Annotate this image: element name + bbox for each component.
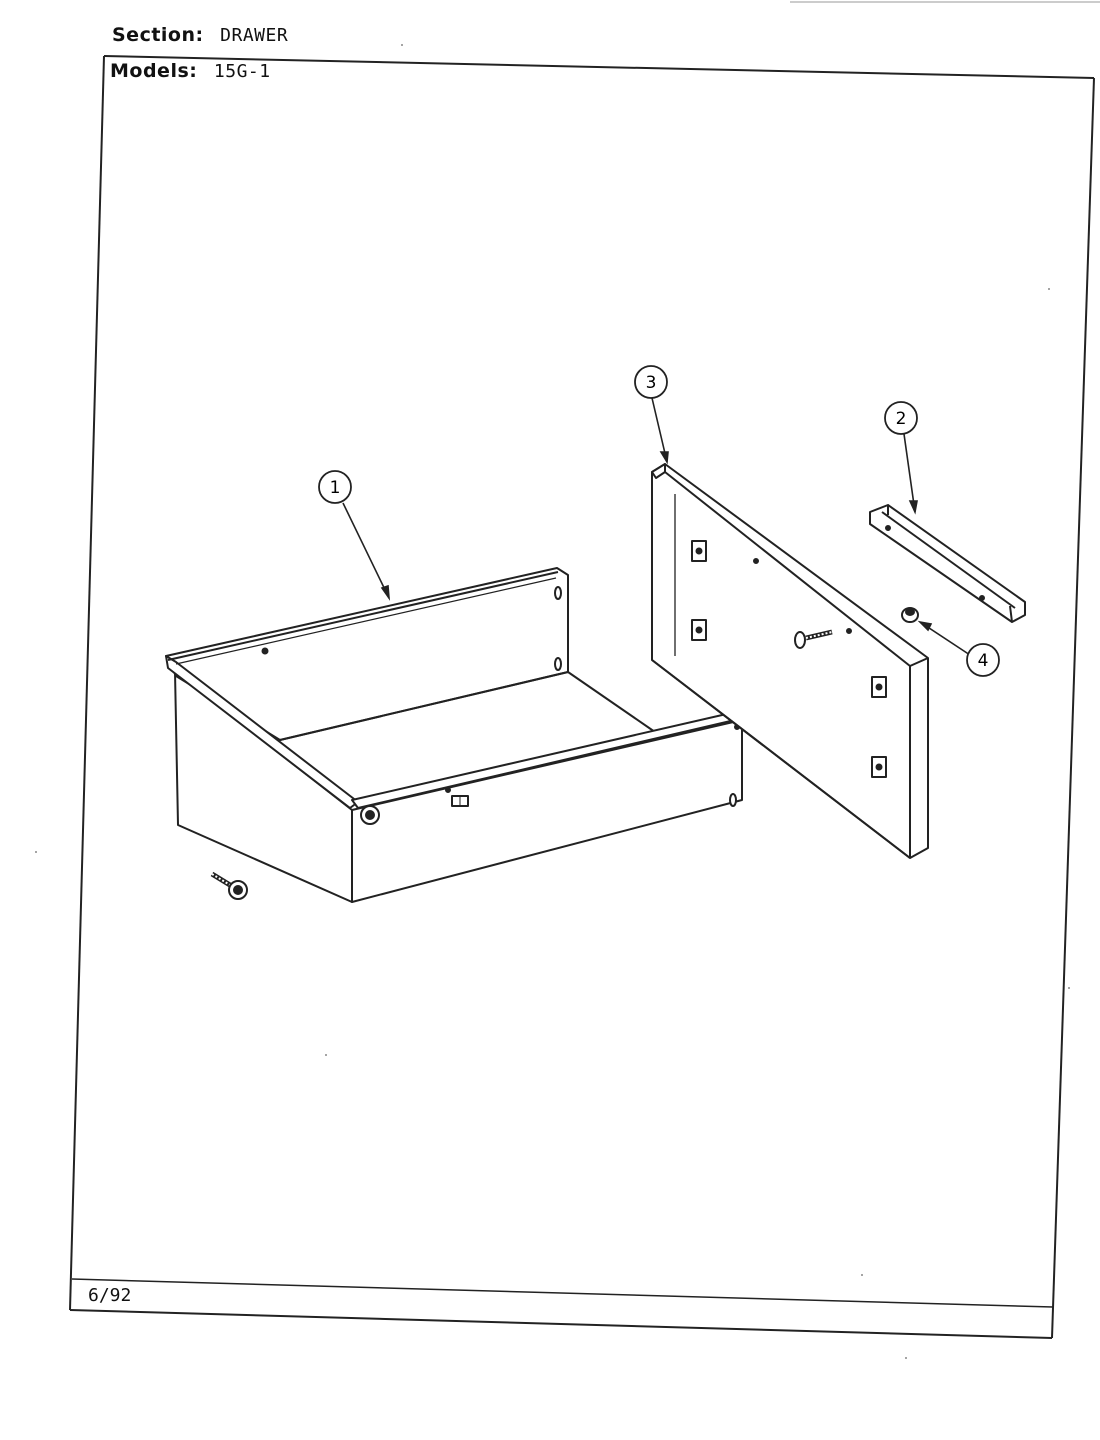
nut-part	[901, 607, 919, 623]
models-value: 15G-1	[213, 61, 271, 82]
callout-3-number: 3	[646, 373, 657, 393]
callout-3: 3	[634, 365, 668, 399]
revision-date: 6/92	[88, 1285, 132, 1306]
models-header: Models: 15G-1	[110, 60, 271, 82]
callout-4-circle	[966, 643, 1000, 677]
roller-screw-part	[210, 871, 248, 900]
models-label: Models:	[110, 60, 198, 82]
drawer-body-part	[165, 567, 753, 903]
callout-4: 4	[966, 643, 1000, 677]
handle-screw-part	[794, 629, 833, 649]
section-value: DRAWER	[220, 25, 289, 46]
callout-1: 1	[318, 470, 352, 504]
scan-specks	[35, 44, 1070, 1359]
drawer-front-panel-part	[651, 463, 929, 859]
callout-3-circle	[634, 365, 668, 399]
callout-leaders	[342, 397, 971, 656]
callout-1-number: 1	[330, 478, 341, 498]
page-frame	[69, 55, 1095, 1339]
callout-2: 2	[884, 401, 918, 435]
drawer-handle-part	[869, 504, 1026, 623]
callout-4-number: 4	[978, 651, 989, 671]
section-header: Section: DRAWER	[112, 24, 288, 46]
section-label: Section:	[112, 24, 204, 46]
callout-2-circle	[884, 401, 918, 435]
callout-1-circle	[318, 470, 352, 504]
callout-2-number: 2	[896, 409, 907, 429]
